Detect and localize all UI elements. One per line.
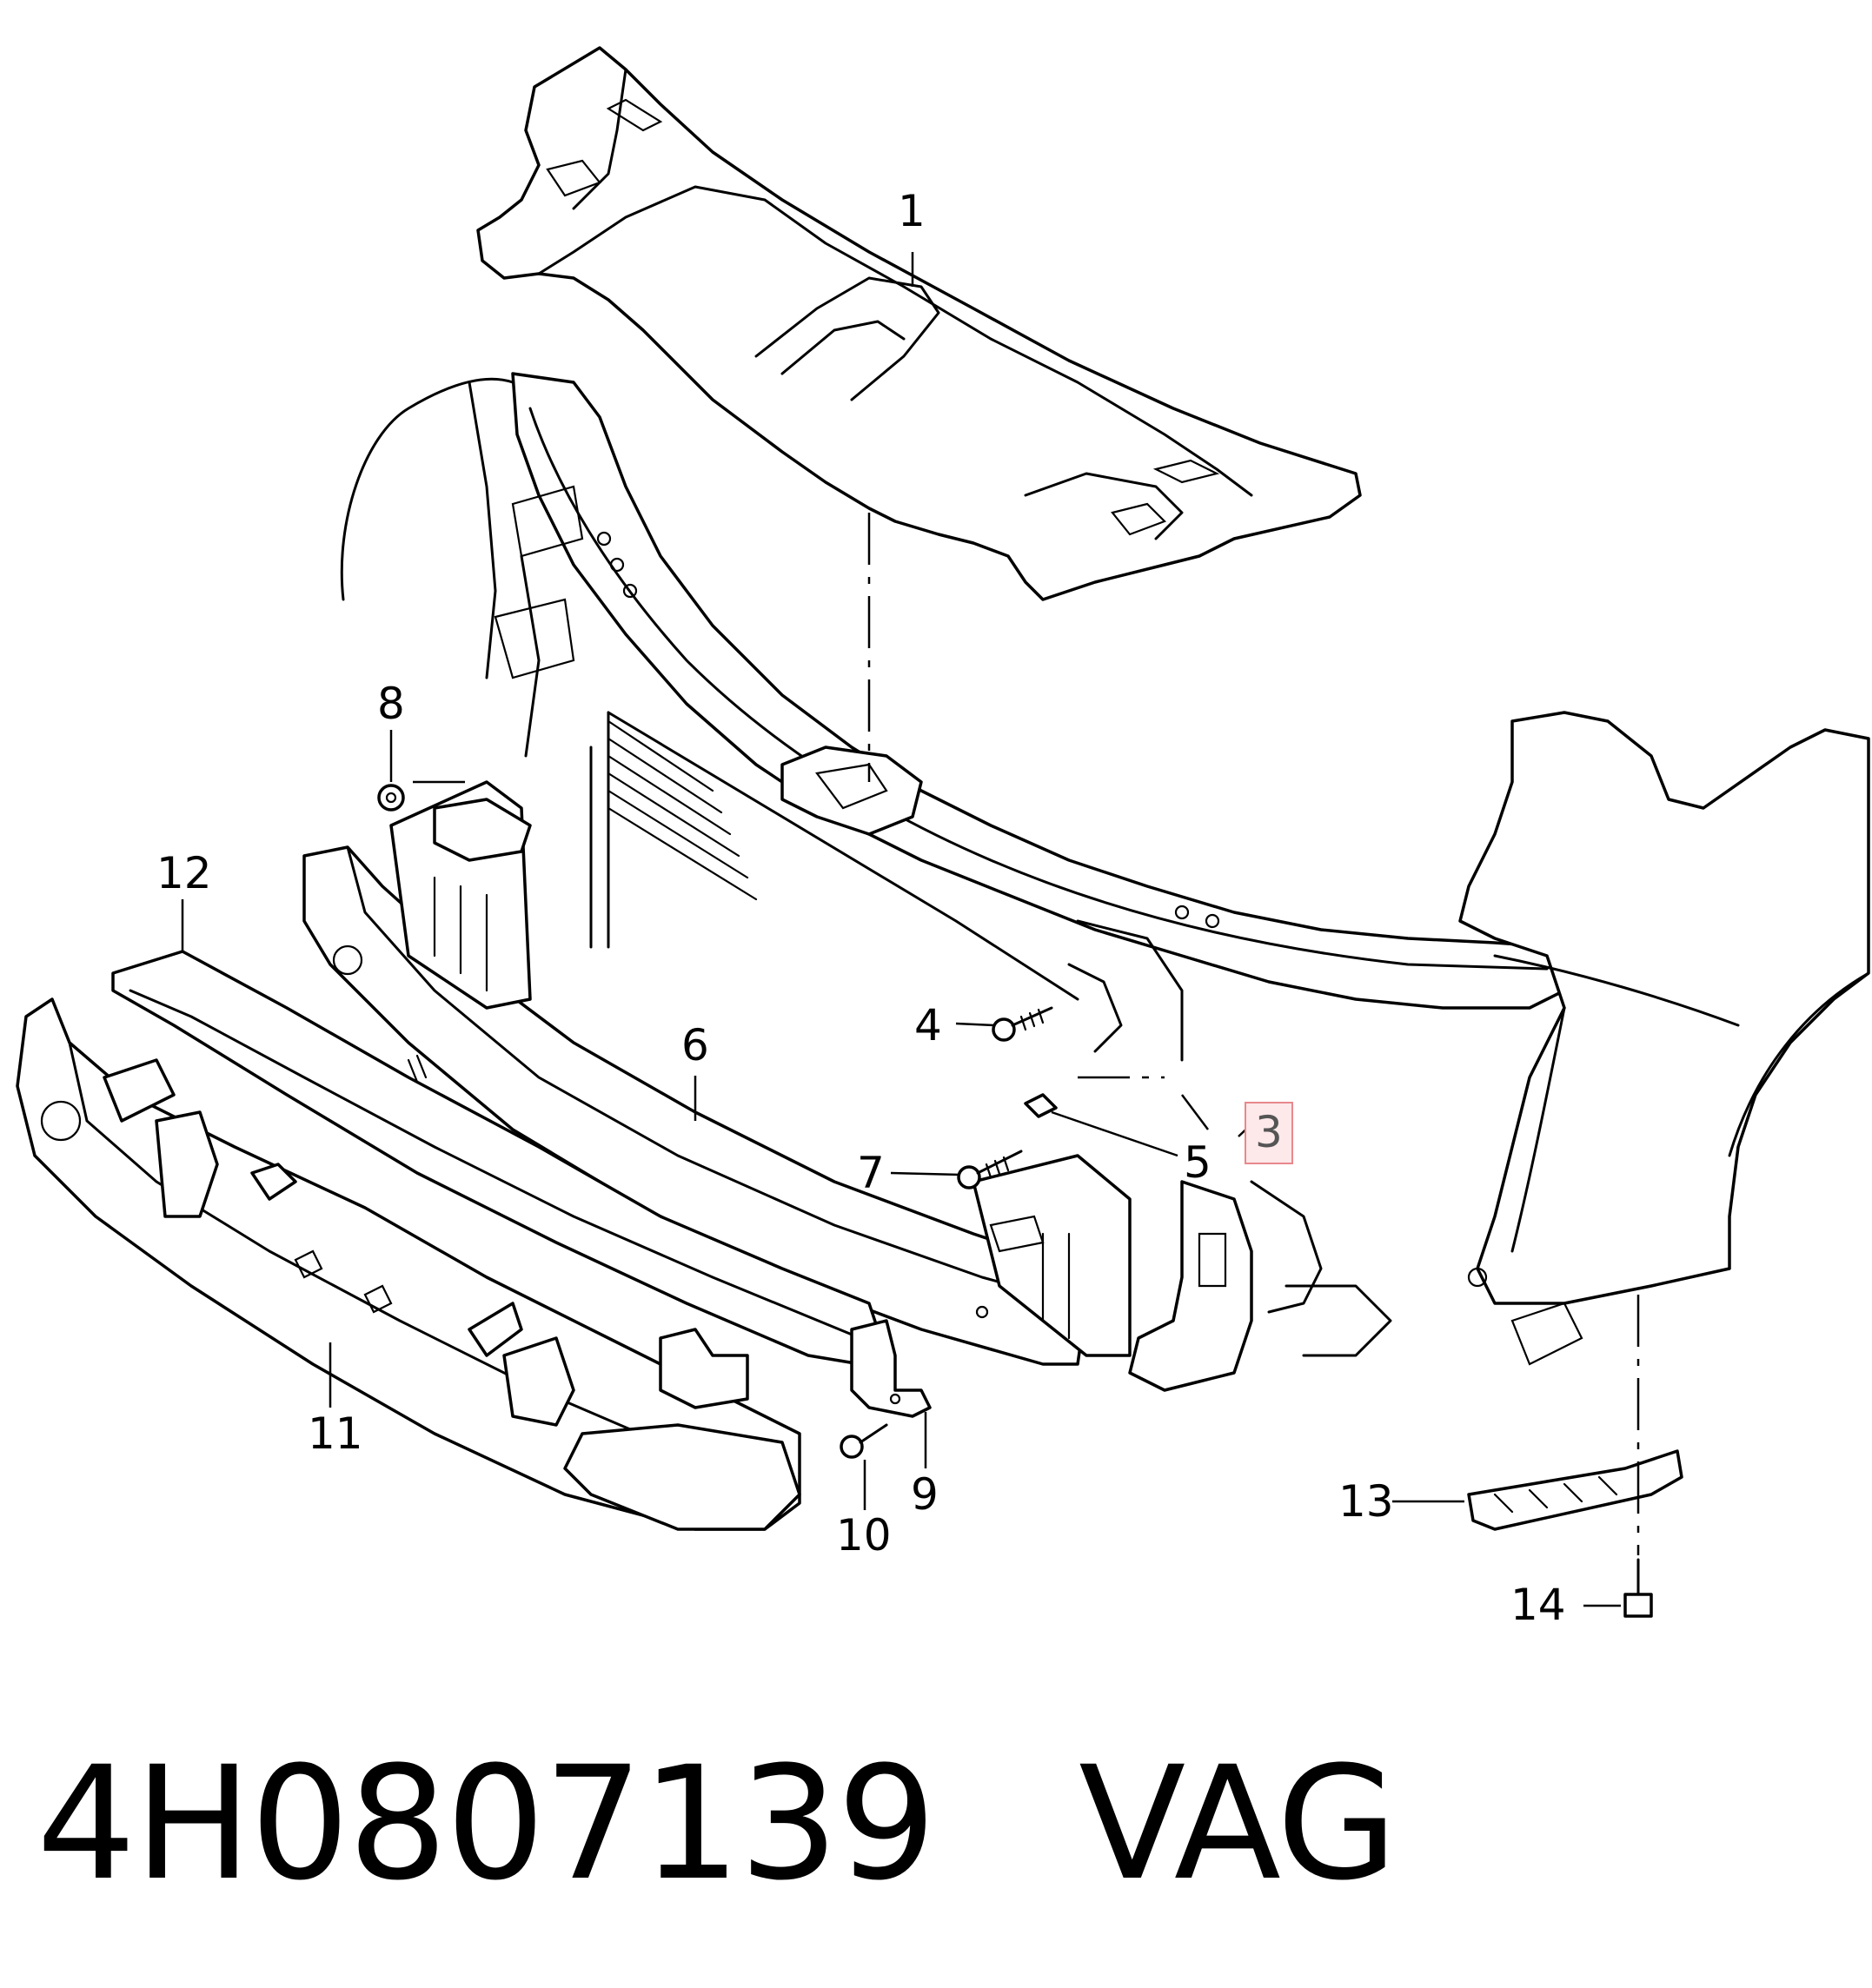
callout-5: 5 bbox=[1184, 1137, 1211, 1188]
part-6-crossmember bbox=[302, 780, 1132, 1366]
part-7-bolt bbox=[957, 1150, 1023, 1189]
brand-name: VAG bbox=[1079, 1733, 1397, 1915]
part-number: 4H0807139 bbox=[37, 1733, 937, 1915]
callout-6: 6 bbox=[681, 1020, 709, 1070]
callout-1: 1 bbox=[898, 186, 926, 236]
callout-9: 9 bbox=[911, 1469, 939, 1520]
callout-14: 14 bbox=[1510, 1580, 1566, 1630]
part-9-bracket bbox=[850, 1319, 932, 1418]
callout-7: 7 bbox=[857, 1148, 885, 1198]
part-8-nut bbox=[377, 784, 405, 812]
part-14-screw bbox=[1623, 1558, 1653, 1618]
callout-3: 3 bbox=[1245, 1102, 1293, 1164]
callout-8: 8 bbox=[377, 679, 405, 729]
part-13-guide bbox=[1467, 1449, 1683, 1531]
mounting-axis-lines bbox=[408, 513, 1640, 1555]
callout-12: 12 bbox=[156, 848, 212, 898]
callout-13: 13 bbox=[1338, 1476, 1394, 1527]
part-5-clip-nut bbox=[1024, 1093, 1058, 1118]
part-1-plenum-cover bbox=[476, 46, 1362, 601]
part-11-bumper-foam bbox=[16, 997, 801, 1531]
part-number-caption: 4H0807139 VAG bbox=[37, 1746, 1397, 1903]
part-4-bolt bbox=[992, 1006, 1053, 1042]
part-10-bolt bbox=[840, 1423, 888, 1459]
callout-10: 10 bbox=[836, 1510, 892, 1561]
callout-11: 11 bbox=[308, 1408, 363, 1459]
callout-4: 4 bbox=[914, 1000, 942, 1050]
part-3-lock-carrier bbox=[340, 372, 1870, 1392]
